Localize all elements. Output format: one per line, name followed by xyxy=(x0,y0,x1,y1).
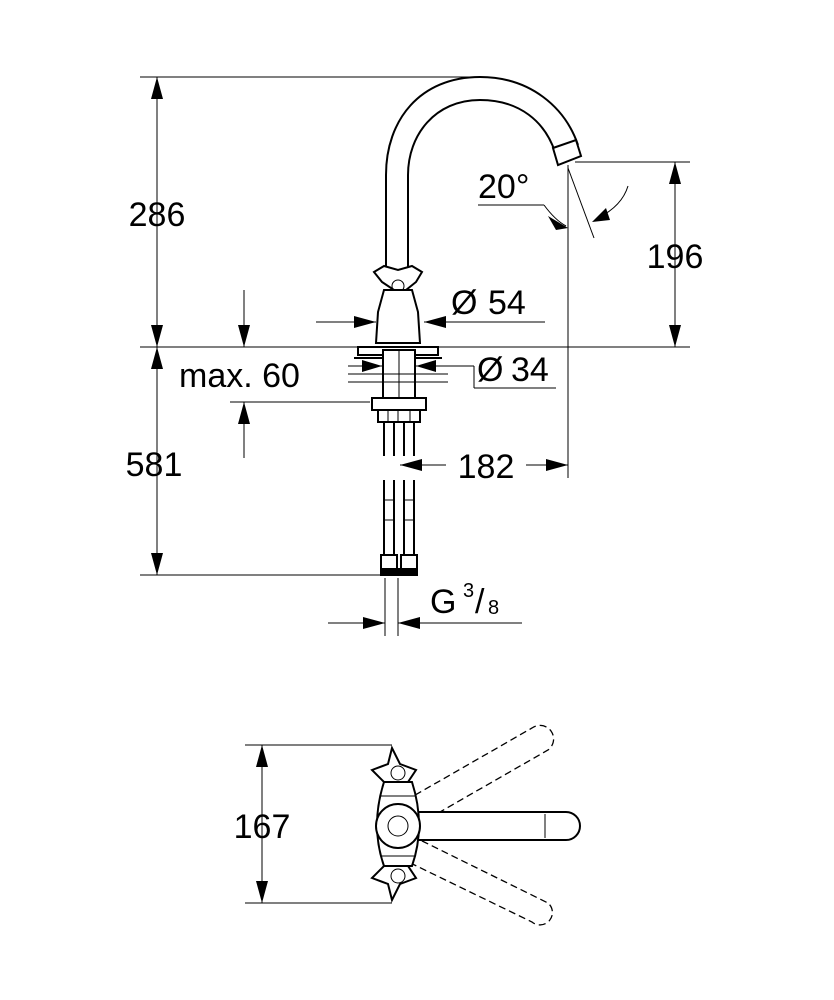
hose-lower-right xyxy=(403,480,415,555)
hose-length-dimension: 581 xyxy=(126,347,183,575)
hole-diameter-label: 34 xyxy=(511,351,549,389)
side-view: 286 581 196 max. 60 xyxy=(126,75,704,636)
handle-top xyxy=(372,264,424,291)
connection-prefix: G xyxy=(430,583,456,621)
spout-angle-label: 20° xyxy=(478,168,529,206)
hose-length-label: 581 xyxy=(126,446,183,484)
spout-top-view xyxy=(395,811,581,841)
connection-numerator: 3 xyxy=(463,580,474,602)
top-view: 167 xyxy=(234,724,581,926)
spout-swivel-lower xyxy=(394,835,554,926)
connection-denominator: 8 xyxy=(488,597,499,619)
body-diameter-dimension: Ø 54 xyxy=(316,284,545,328)
connection-slash: / xyxy=(475,583,485,621)
max-deck-thickness-label: max. 60 xyxy=(179,357,300,395)
lower-nut xyxy=(371,397,427,411)
hose-upper-left xyxy=(383,422,395,456)
handle-span-label: 167 xyxy=(234,808,291,846)
body-diameter-symbol: Ø xyxy=(451,284,477,322)
spout-swivel-upper xyxy=(395,724,555,829)
spout-angle-dimension: 20° xyxy=(478,167,629,239)
deck-thickness-dimension: max. 60 xyxy=(179,290,300,458)
handle-top-lower xyxy=(370,865,418,903)
hose-upper-right xyxy=(403,422,415,456)
spout-reach-dimension: 182 xyxy=(400,448,568,486)
faucet-side-illustration xyxy=(348,75,583,576)
connection-dimension: G 3 / 8 xyxy=(328,578,522,636)
spout-inner xyxy=(407,98,556,268)
hole-diameter-symbol: Ø xyxy=(477,351,503,389)
body-top-center xyxy=(375,803,421,849)
spout-height-label: 196 xyxy=(647,238,704,276)
lower-nut-2 xyxy=(377,409,421,423)
spout-reach-label: 182 xyxy=(458,448,515,486)
faucet-body xyxy=(374,289,422,344)
height-total-label: 286 xyxy=(129,196,186,234)
handle-span-dimension: 167 xyxy=(234,745,291,903)
height-dimension: 286 xyxy=(129,77,186,347)
body-diameter-label: 54 xyxy=(488,284,526,322)
handle-top-upper xyxy=(370,745,418,783)
spout-nozzle xyxy=(551,138,583,167)
spout-outer xyxy=(385,75,579,268)
spout-height-dimension: 196 xyxy=(647,162,704,347)
hose-fittings xyxy=(380,568,418,576)
hose-lower-left xyxy=(383,480,395,555)
faucet-top-illustration xyxy=(370,745,421,903)
hole-diameter-dimension: Ø 34 xyxy=(348,351,556,389)
